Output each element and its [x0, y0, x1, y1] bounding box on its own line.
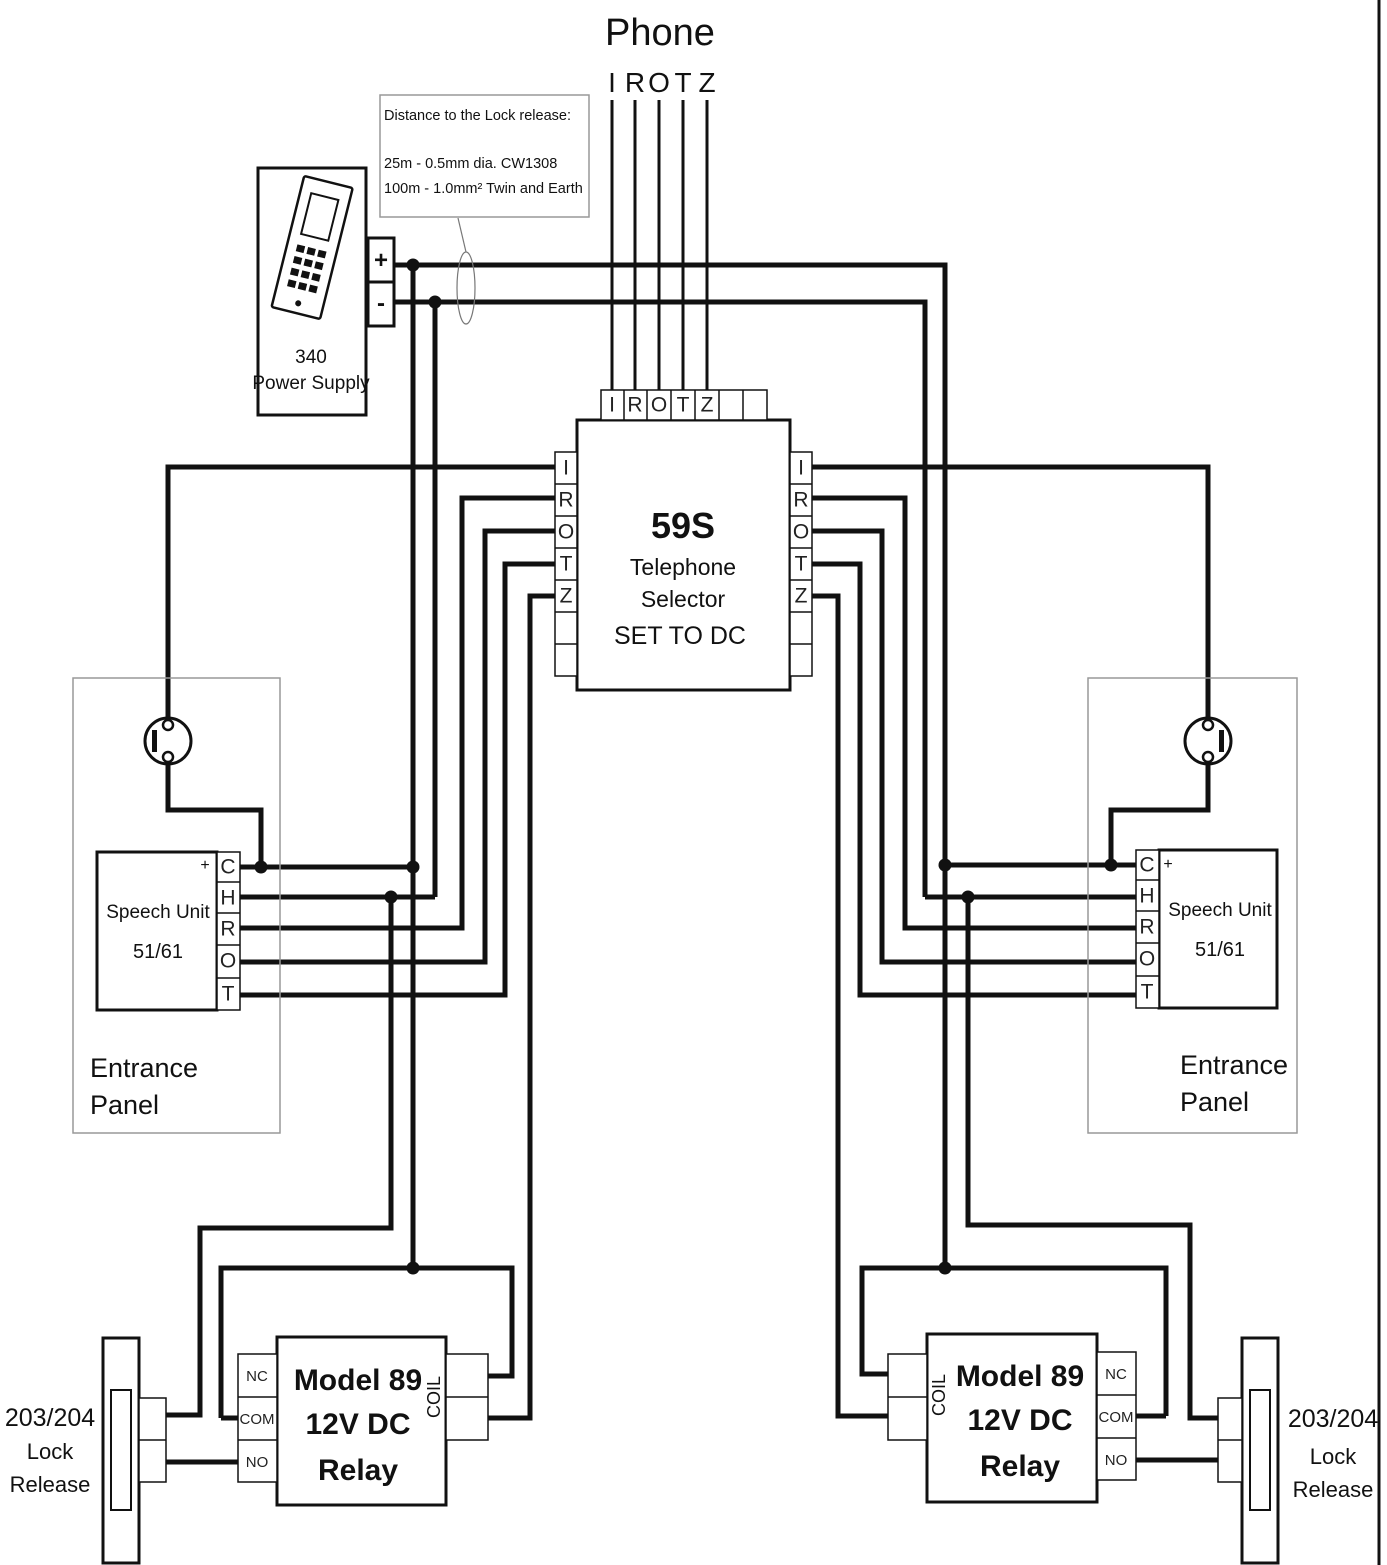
lock-release-right-model: 203/204: [1288, 1405, 1378, 1433]
lock-release-left-line-1: Lock: [27, 1439, 74, 1464]
selector-right-terminal: Z: [795, 585, 808, 608]
selector-model: 59S: [651, 505, 715, 546]
selector-right-terminal: R: [793, 489, 808, 512]
speech-unit-left-terminal: H: [220, 887, 235, 910]
entrance-panel-left-line-2: Panel: [90, 1090, 159, 1120]
relay-right-type: Relay: [980, 1450, 1060, 1483]
selector-top-terminal: Z: [701, 394, 714, 417]
speech-unit-right-model: 51/61: [1195, 939, 1245, 961]
selector-right-terminal: T: [795, 553, 808, 576]
selector-left-terminal: O: [558, 521, 574, 544]
relay-right-com: COM: [1099, 1409, 1134, 1426]
relay-right-model: Model 89: [956, 1360, 1084, 1393]
entrance-panel-icon: [270, 175, 354, 320]
power-minus-terminal: -: [377, 290, 385, 317]
selector-left-terminals: I R O T Z: [554, 451, 578, 677]
note-line-1: 25m - 0.5mm dia. CW1308: [384, 156, 557, 172]
telephone-selector: I R O T Z I R O T Z: [554, 389, 813, 692]
note-line-2: 100m - 1.0mm² Twin and Earth: [384, 181, 583, 197]
entrance-panel-left-line-1: Entrance: [90, 1053, 198, 1083]
speech-unit-right-terminal: C: [1139, 854, 1154, 877]
speech-unit-left-title: Speech Unit: [106, 902, 210, 923]
power-supply: 340 Power Supply + -: [252, 166, 396, 417]
selector-top-terminals: I R O T Z: [600, 389, 768, 421]
lock-release-left-line-2: Release: [10, 1472, 91, 1497]
relay-left: Model 89 12V DC Relay COIL NC COM NO: [237, 1335, 489, 1507]
speech-unit-right-terminal: O: [1139, 948, 1155, 971]
handset-socket-left: [143, 716, 193, 766]
relay-right-coil: COIL: [929, 1374, 949, 1416]
phone-terminal-label: Z: [698, 67, 715, 98]
lock-release-right-line-2: Release: [1293, 1477, 1374, 1502]
speech-unit-left-model: 51/61: [133, 941, 183, 963]
relay-left-type: Relay: [318, 1454, 398, 1487]
relay-right-no: NO: [1105, 1452, 1128, 1469]
note-heading: Distance to the Lock release:: [384, 108, 571, 124]
speech-unit-right-plus: +: [1163, 856, 1172, 873]
relay-left-coil: COIL: [424, 1376, 444, 1418]
selector-top-terminal: I: [609, 394, 615, 417]
selector-left-terminal: R: [558, 489, 573, 512]
selector-left-terminal: Z: [560, 585, 573, 608]
speech-unit-left: Speech Unit 51/61 + C H R O T: [95, 850, 241, 1012]
relay-left-model: Model 89: [294, 1364, 422, 1397]
relay-left-voltage: 12V DC: [305, 1408, 410, 1441]
entrance-panel-left: Entrance Panel: [72, 677, 281, 1134]
selector-top-terminal: R: [627, 394, 642, 417]
relay-right: Model 89 12V DC Relay COIL NC COM NO: [887, 1332, 1137, 1504]
phone-title: Phone: [605, 12, 715, 54]
phone-terminal-label: O: [648, 67, 670, 98]
wires: [165, 100, 1220, 1465]
selector-left-terminal: T: [560, 553, 573, 576]
selector-line-2: Selector: [641, 586, 726, 612]
selector-line-3: SET TO DC: [614, 622, 746, 650]
phone-terminal-label: R: [625, 67, 645, 98]
relay-left-nc: NC: [246, 1368, 268, 1385]
relay-left-com: COM: [240, 1411, 275, 1428]
lock-release-right-line-1: Lock: [1310, 1444, 1357, 1469]
lock-release-left-model: 203/204: [5, 1404, 95, 1432]
phone-terminal-label: I: [608, 67, 616, 98]
speech-unit-right-title: Speech Unit: [1168, 900, 1272, 921]
power-supply-label: Power Supply: [252, 373, 370, 394]
speech-unit-left-plus: +: [200, 857, 209, 874]
selector-top-terminal: T: [677, 394, 690, 417]
junction-dots: [254, 258, 1118, 1275]
power-supply-number: 340: [295, 347, 327, 368]
speech-unit-left-terminal: T: [222, 983, 235, 1006]
entrance-panel-right-line-1: Entrance: [1180, 1050, 1288, 1080]
selector-line-1: Telephone: [630, 554, 736, 580]
entrance-panel-right: Entrance Panel: [1087, 677, 1298, 1134]
phone-header: Phone I R O T Z: [605, 12, 716, 98]
handset-socket-right: [1183, 716, 1233, 766]
cable-distance-note: Distance to the Lock release: 25m - 0.5m…: [379, 94, 590, 218]
selector-right-terminal: I: [798, 457, 804, 480]
selector-right-terminals: I R O T Z: [789, 451, 813, 677]
selector-top-terminal: O: [651, 394, 667, 417]
speech-unit-right: Speech Unit 51/61 + C H R O T: [1135, 848, 1279, 1010]
speech-unit-right-terminal: H: [1139, 885, 1154, 908]
speech-unit-right-terminal: R: [1139, 916, 1154, 939]
phone-terminal-label: T: [674, 67, 691, 98]
relay-right-nc: NC: [1105, 1366, 1127, 1383]
lock-release-left: 203/204 Lock Release: [5, 1336, 167, 1565]
speech-unit-right-terminal: T: [1141, 981, 1154, 1004]
speech-unit-left-terminal: C: [220, 856, 235, 879]
selector-left-terminal: I: [563, 457, 569, 480]
speech-unit-left-terminal: R: [220, 918, 235, 941]
entrance-panel-right-line-2: Panel: [1180, 1087, 1249, 1117]
selector-right-terminal: O: [793, 521, 809, 544]
power-plus-terminal: +: [374, 247, 388, 274]
speech-unit-left-terminal: O: [220, 950, 236, 973]
lock-release-right: 203/204 Lock Release: [1217, 1336, 1378, 1565]
relay-right-voltage: 12V DC: [967, 1404, 1072, 1437]
relay-left-no: NO: [246, 1454, 269, 1471]
